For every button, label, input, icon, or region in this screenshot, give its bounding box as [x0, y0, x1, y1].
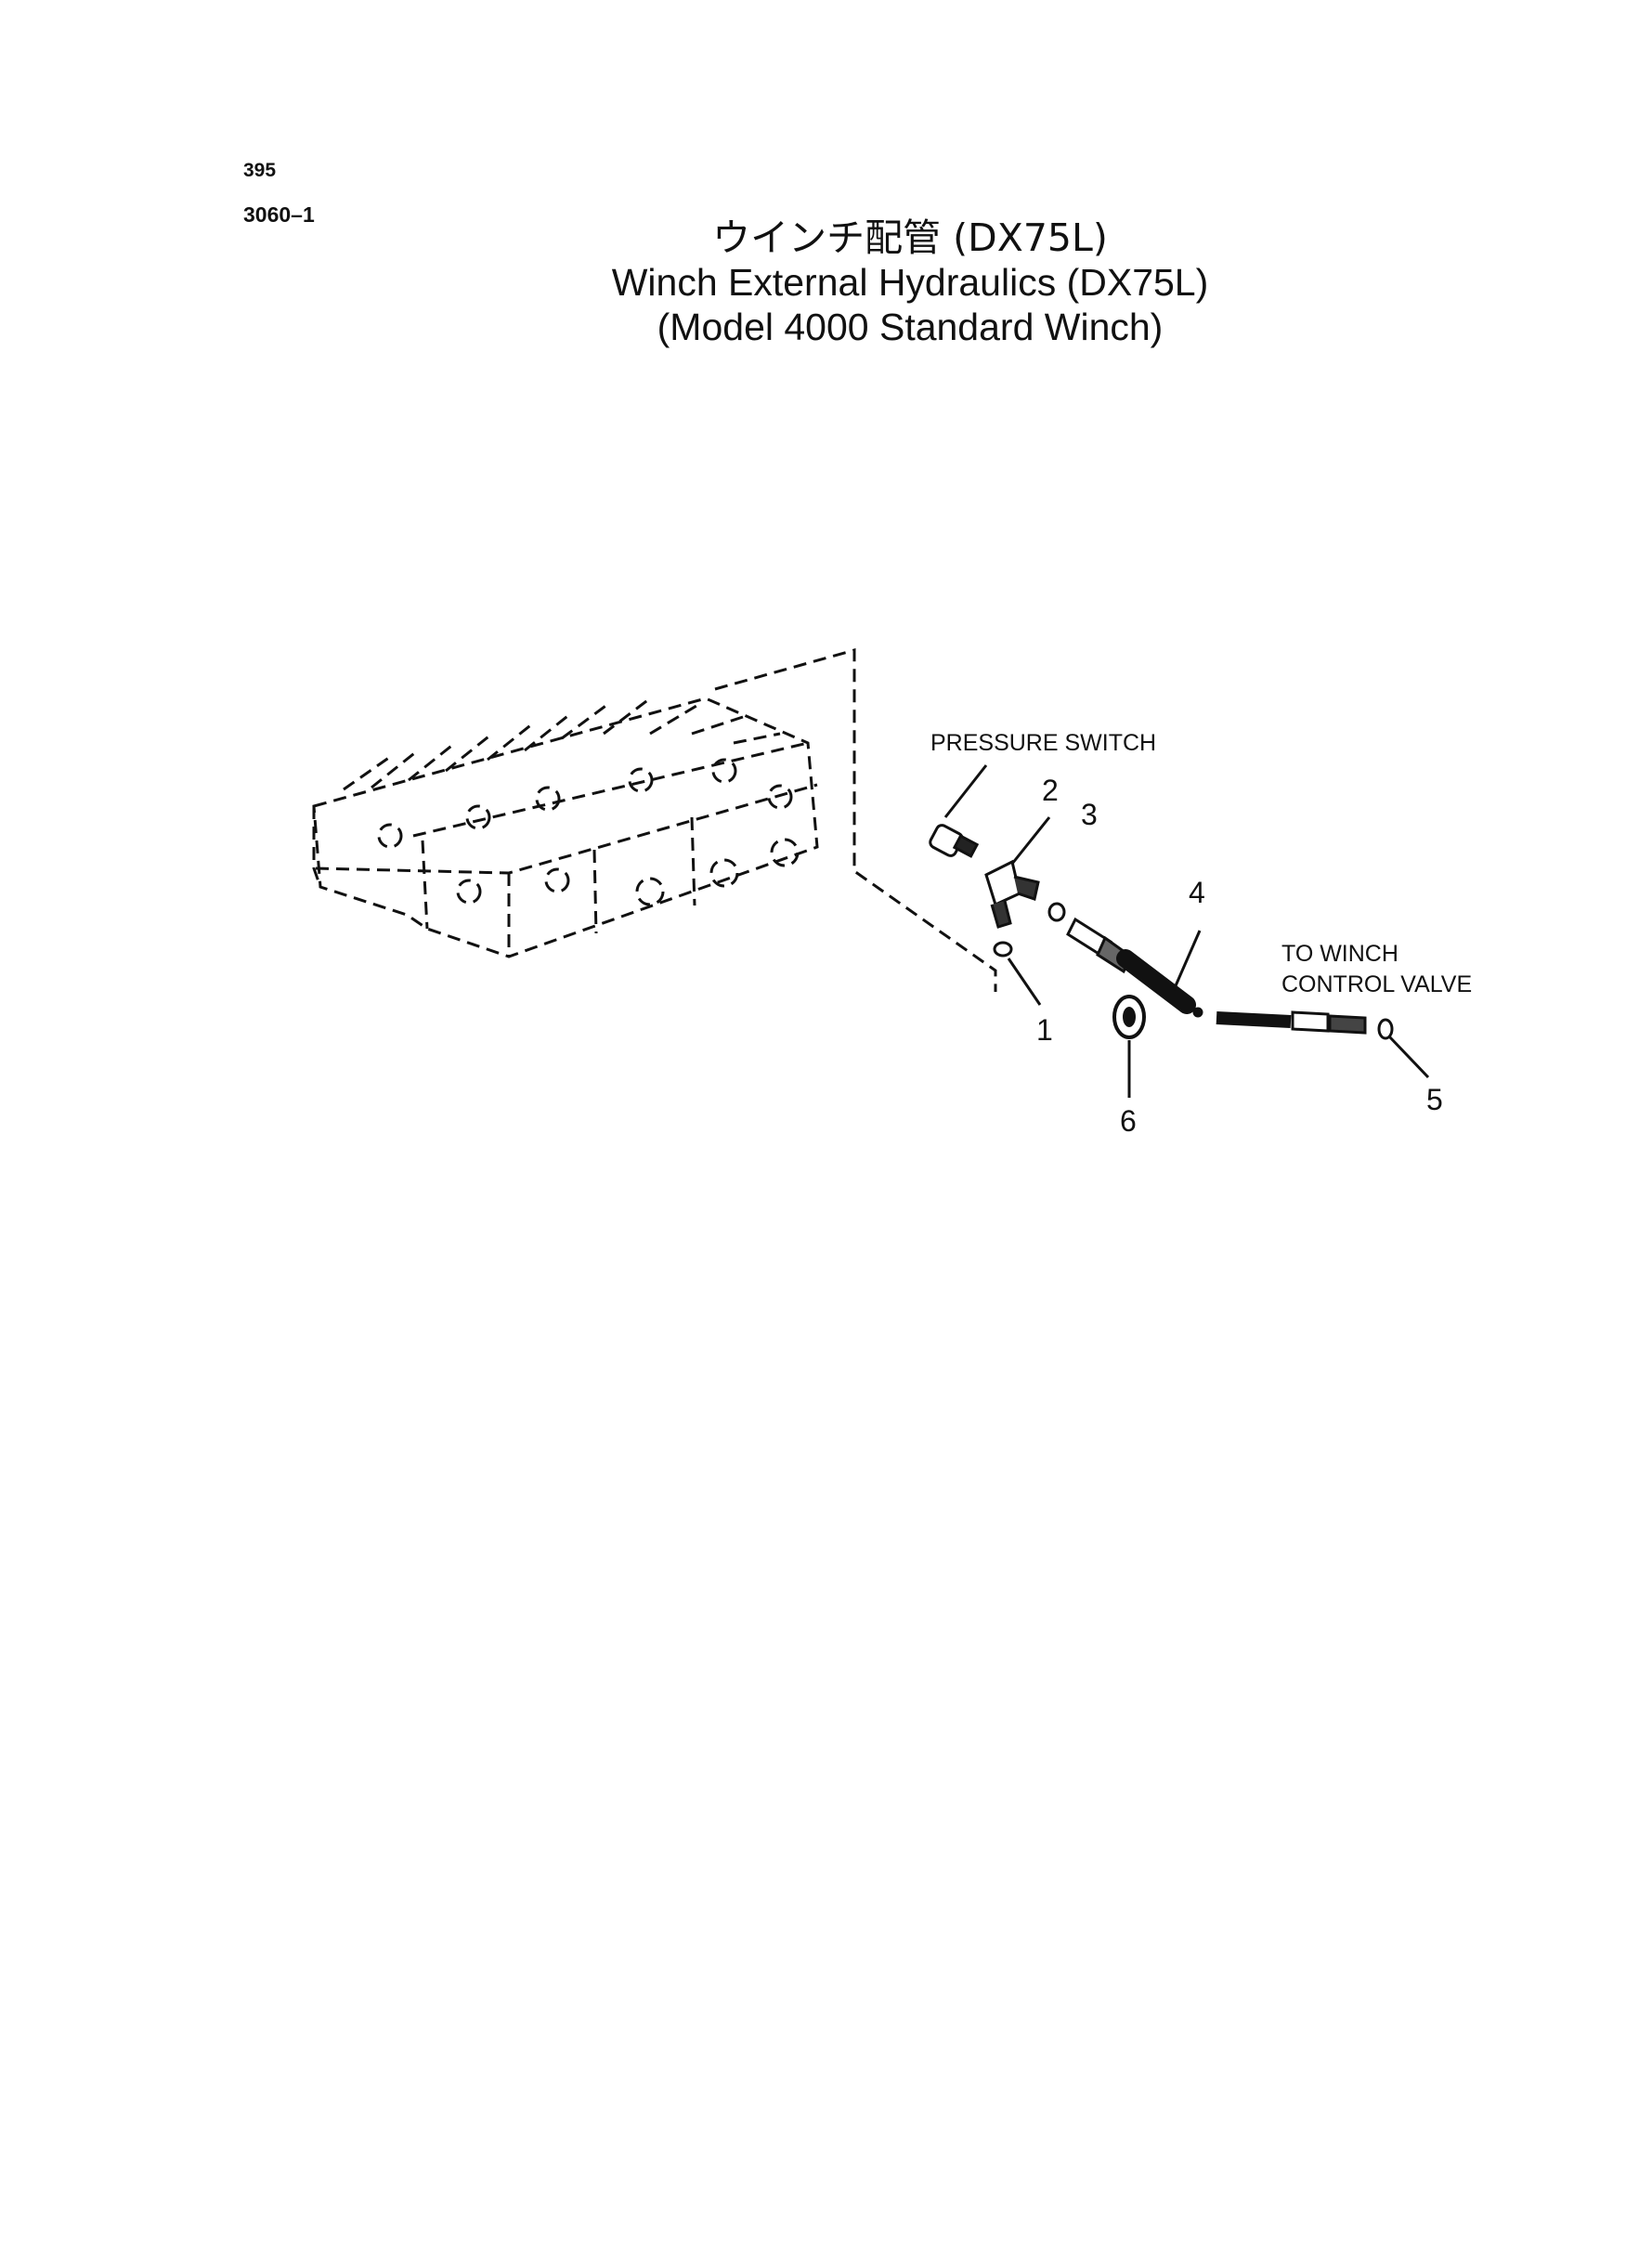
o-ring-5: [1377, 1018, 1394, 1040]
leader-1: [1007, 958, 1042, 1006]
part-number-6: 6: [1120, 1104, 1137, 1138]
leader-5: [1387, 1035, 1430, 1079]
part-number-2: 2: [1042, 774, 1059, 807]
part-number-3: 3: [1081, 798, 1098, 831]
title-block: ウインチ配管 (DX75L) Winch External Hydraulics…: [390, 215, 1430, 349]
title-english: Winch External Hydraulics (DX75L): [611, 261, 1209, 304]
part-number-4: 4: [1189, 876, 1205, 909]
title-japanese: ウインチ配管 (DX75L): [712, 215, 1108, 260]
pressure-switch: [929, 764, 988, 858]
part-number-1: 1: [1036, 1013, 1053, 1047]
part-number-5: 5: [1426, 1083, 1443, 1116]
title-model: (Model 4000 Standard Winch): [657, 306, 1164, 348]
control-valve-block: [312, 648, 997, 992]
hose-assembly: [1066, 917, 1367, 1035]
label-to-winch: TO WINCH: [1281, 941, 1398, 967]
elbow-fitting: [984, 816, 1051, 929]
sheet-code: 3060–1: [243, 202, 315, 227]
o-ring-3: [1047, 902, 1066, 922]
spacer: [1112, 995, 1146, 1098]
page-number: 395: [243, 160, 277, 181]
o-ring-1: [993, 941, 1013, 958]
label-control-valve: CONTROL VALVE: [1281, 971, 1472, 997]
label-pressure-switch: PRESSURE SWITCH: [930, 730, 1156, 756]
